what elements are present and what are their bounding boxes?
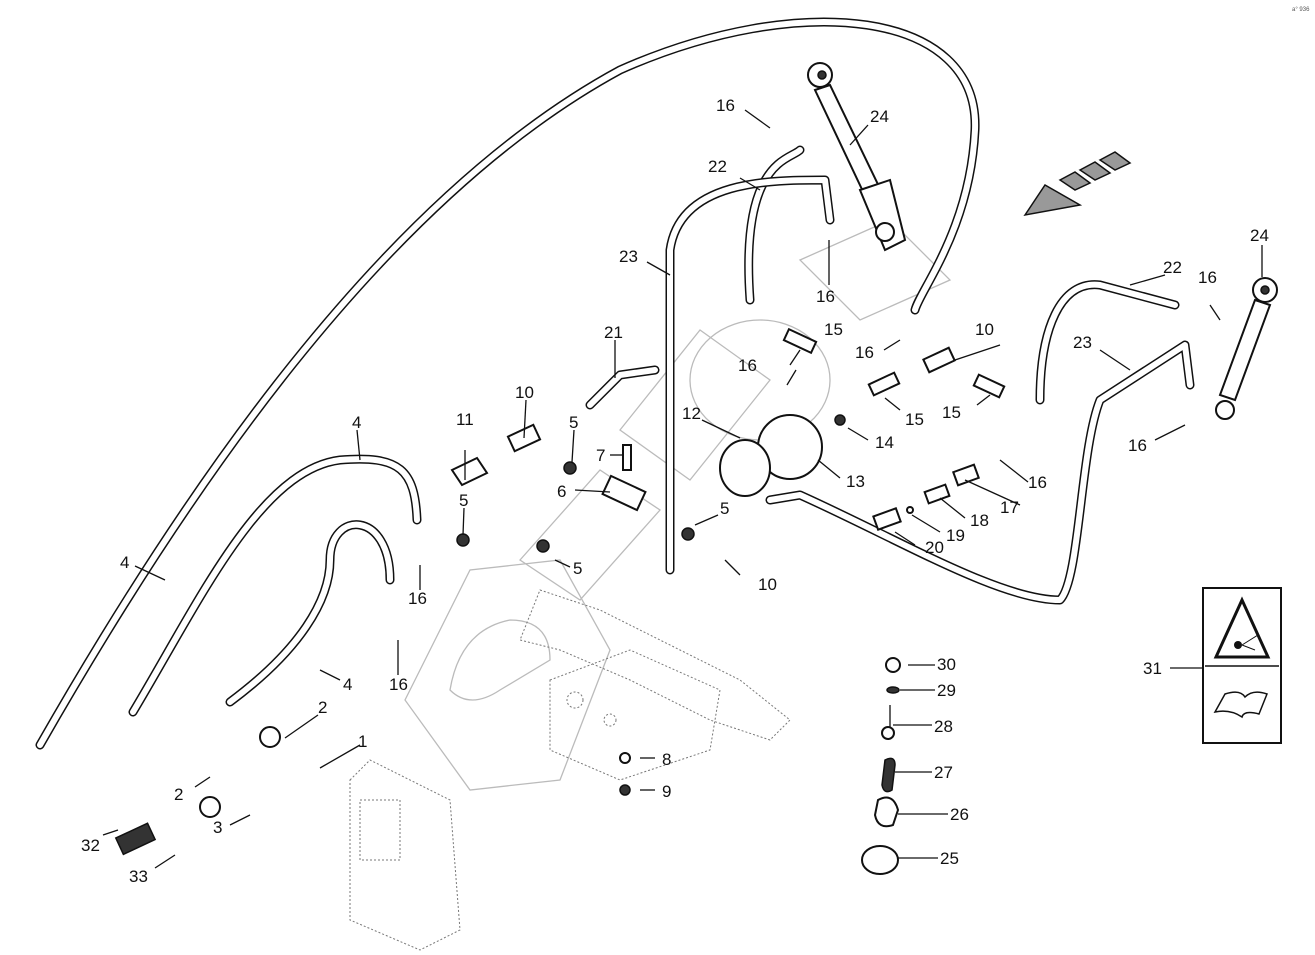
callout-33[interactable]: 33	[129, 867, 148, 886]
hydraulic-cylinder-right	[1215, 277, 1278, 420]
callout-4[interactable]: 4	[352, 413, 361, 432]
watermark-logo	[404, 219, 952, 791]
callout-16[interactable]: 16	[1028, 473, 1047, 492]
callout-5[interactable]: 5	[459, 491, 468, 510]
callout-2[interactable]: 2	[318, 698, 327, 717]
transmission-outline	[519, 589, 791, 781]
callout-8[interactable]: 8	[662, 750, 671, 769]
callout-16[interactable]: 16	[855, 343, 874, 362]
callout-2[interactable]: 2	[174, 785, 183, 804]
callout-21[interactable]: 21	[604, 323, 623, 342]
callout-5[interactable]: 5	[720, 499, 729, 518]
callout-19[interactable]: 19	[946, 526, 965, 545]
callout-31[interactable]: 31	[1143, 659, 1162, 678]
callout-32[interactable]: 32	[81, 836, 100, 855]
callout-15[interactable]: 15	[905, 410, 924, 429]
callout-3[interactable]: 3	[213, 818, 222, 837]
callout-15[interactable]: 15	[824, 320, 843, 339]
callout-16[interactable]: 16	[1128, 436, 1147, 455]
callout-11[interactable]: 11	[456, 410, 474, 429]
control-box-outline	[349, 759, 461, 951]
callout-16[interactable]: 16	[816, 287, 835, 306]
callout-16[interactable]: 16	[738, 356, 757, 375]
callout-5[interactable]: 5	[573, 559, 582, 578]
direction-arrow-icon	[1023, 151, 1132, 217]
callout-4[interactable]: 4	[120, 553, 129, 572]
safety-decal	[1202, 587, 1282, 744]
hydraulic-cylinder-left	[807, 62, 907, 252]
callout-22[interactable]: 22	[1163, 258, 1182, 277]
callout-13[interactable]: 13	[846, 472, 865, 491]
callout-29[interactable]: 29	[937, 681, 956, 700]
callout-10[interactable]: 10	[515, 383, 534, 402]
callout-9[interactable]: 9	[662, 782, 671, 801]
callout-10[interactable]: 10	[975, 320, 994, 339]
leader-lines	[102, 109, 1263, 869]
callout-25[interactable]: 25	[940, 849, 959, 868]
callout-24[interactable]: 24	[870, 107, 889, 126]
callout-20[interactable]: 20	[925, 538, 944, 557]
callout-16[interactable]: 16	[716, 96, 735, 115]
explosion-warning-icon	[1213, 596, 1271, 659]
corner-code: a° 936	[1292, 7, 1310, 13]
callout-7[interactable]: 7	[596, 446, 605, 465]
callout-27[interactable]: 27	[934, 763, 953, 782]
callout-22[interactable]: 22	[708, 157, 727, 176]
callout-10[interactable]: 10	[758, 575, 777, 594]
callout-16[interactable]: 16	[408, 589, 427, 608]
hoses	[35, 17, 1195, 750]
callout-28[interactable]: 28	[934, 717, 953, 736]
callout-23[interactable]: 23	[1073, 333, 1092, 352]
fittings	[114, 327, 1006, 875]
callout-labels: 1 2 2 3 4 4 4 5 5 5 5 6 7 8 9 10 10 10 1…	[81, 7, 1310, 886]
callout-15[interactable]: 15	[942, 403, 961, 422]
callout-30[interactable]: 30	[937, 655, 956, 674]
callout-23[interactable]: 23	[619, 247, 638, 266]
callout-4[interactable]: 4	[343, 675, 352, 694]
read-manual-icon	[1213, 691, 1268, 719]
callout-24[interactable]: 24	[1250, 226, 1269, 245]
callout-16[interactable]: 16	[1198, 268, 1217, 287]
callout-16[interactable]: 16	[389, 675, 408, 694]
callout-12[interactable]: 12	[682, 404, 701, 423]
callout-17[interactable]: 17	[1000, 498, 1019, 517]
callout-26[interactable]: 26	[950, 805, 969, 824]
callout-18[interactable]: 18	[970, 511, 989, 530]
callout-6[interactable]: 6	[557, 482, 566, 501]
callout-1[interactable]: 1	[358, 732, 367, 751]
callout-5[interactable]: 5	[569, 413, 578, 432]
callout-14[interactable]: 14	[875, 433, 894, 452]
